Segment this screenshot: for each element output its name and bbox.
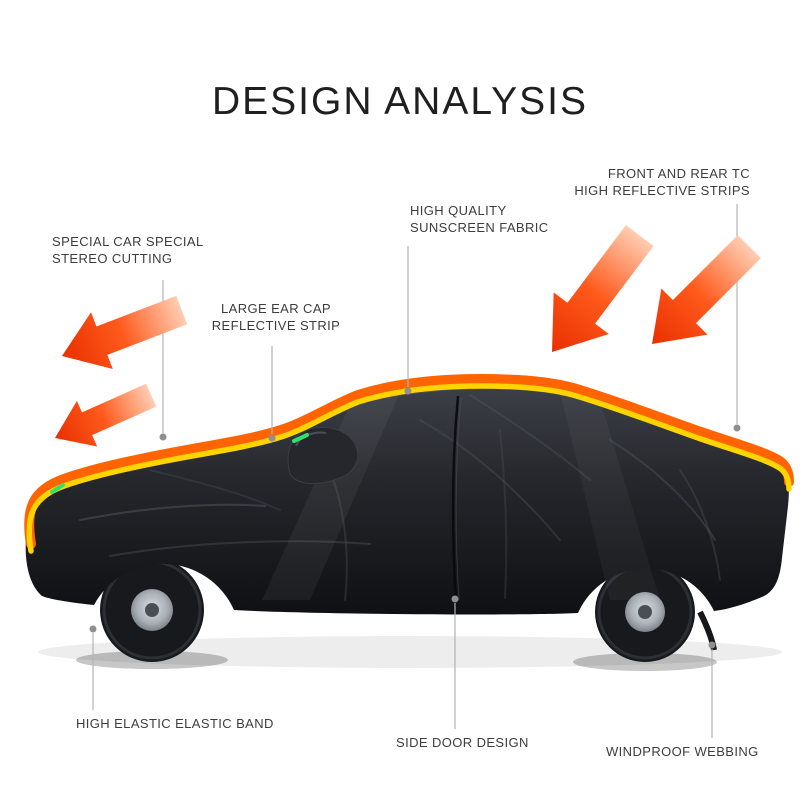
callout-text: REFLECTIVE STRIP: [211, 318, 341, 333]
rear-wheel: [595, 562, 695, 662]
callout-label-sunscreen-fabric: HIGH QUALITY SUNSCREEN FABRIC: [410, 202, 549, 236]
callout-label-side-door: SIDE DOOR DESIGN: [396, 734, 529, 751]
callout-text: SUNSCREEN FABRIC: [410, 220, 549, 235]
callout-text: SPECIAL CAR SPECIAL: [52, 234, 204, 249]
dot-marker-icon: [159, 433, 167, 441]
dot-marker-icon: [451, 595, 459, 603]
callout-text: HIGH QUALITY: [410, 203, 507, 218]
green-tag-mirror-icon: [292, 433, 309, 443]
dot-marker-icon: [708, 641, 716, 649]
callout-label-windproof-webbing: WINDPROOF WEBBING: [606, 743, 759, 760]
front-wheel: [100, 558, 204, 662]
reflect-arrow-roof-icon: [552, 225, 654, 352]
callout-label-ear-cap: LARGE EAR CAP REFLECTIVE STRIP: [196, 300, 356, 334]
callout-text: STEREO CUTTING: [52, 251, 173, 266]
callout-text: SIDE DOOR DESIGN: [396, 735, 529, 750]
reflective-arrows: [55, 225, 761, 447]
callout-text: WINDPROOF WEBBING: [606, 744, 759, 759]
ear-cap-tags: [50, 433, 309, 494]
reflect-arrow-rear-icon: [652, 235, 761, 344]
door-seam: [451, 395, 462, 603]
reflect-arrow-left-bottom-icon: [55, 383, 157, 447]
page-title: DESIGN ANALYSIS: [211, 80, 589, 123]
reflect-arrow-left-top-icon: [62, 295, 188, 370]
dot-marker-icon: [268, 434, 276, 442]
callout-dots: [89, 387, 741, 649]
callout-text: HIGH ELASTIC ELASTIC BAND: [76, 716, 274, 731]
dot-marker-icon: [733, 424, 741, 432]
mirror-bump: [287, 426, 359, 484]
dot-marker-icon: [89, 625, 97, 633]
green-tag-front-icon: [50, 483, 65, 494]
callout-label-stereo-cutting: SPECIAL CAR SPECIAL STEREO CUTTING: [52, 233, 204, 267]
callout-text: LARGE EAR CAP: [221, 301, 331, 316]
callout-text: HIGH REFLECTIVE STRIPS: [574, 183, 750, 198]
car-cover-body: [25, 382, 789, 615]
dot-marker-icon: [404, 387, 412, 395]
cover-wrinkles: [79, 384, 721, 601]
callout-text: FRONT AND REAR TC: [607, 166, 750, 181]
callout-label-reflective-strips: FRONT AND REAR TC HIGH REFLECTIVE STRIPS: [566, 165, 750, 199]
callout-label-elastic-band: HIGH ELASTIC ELASTIC BAND: [76, 715, 274, 732]
